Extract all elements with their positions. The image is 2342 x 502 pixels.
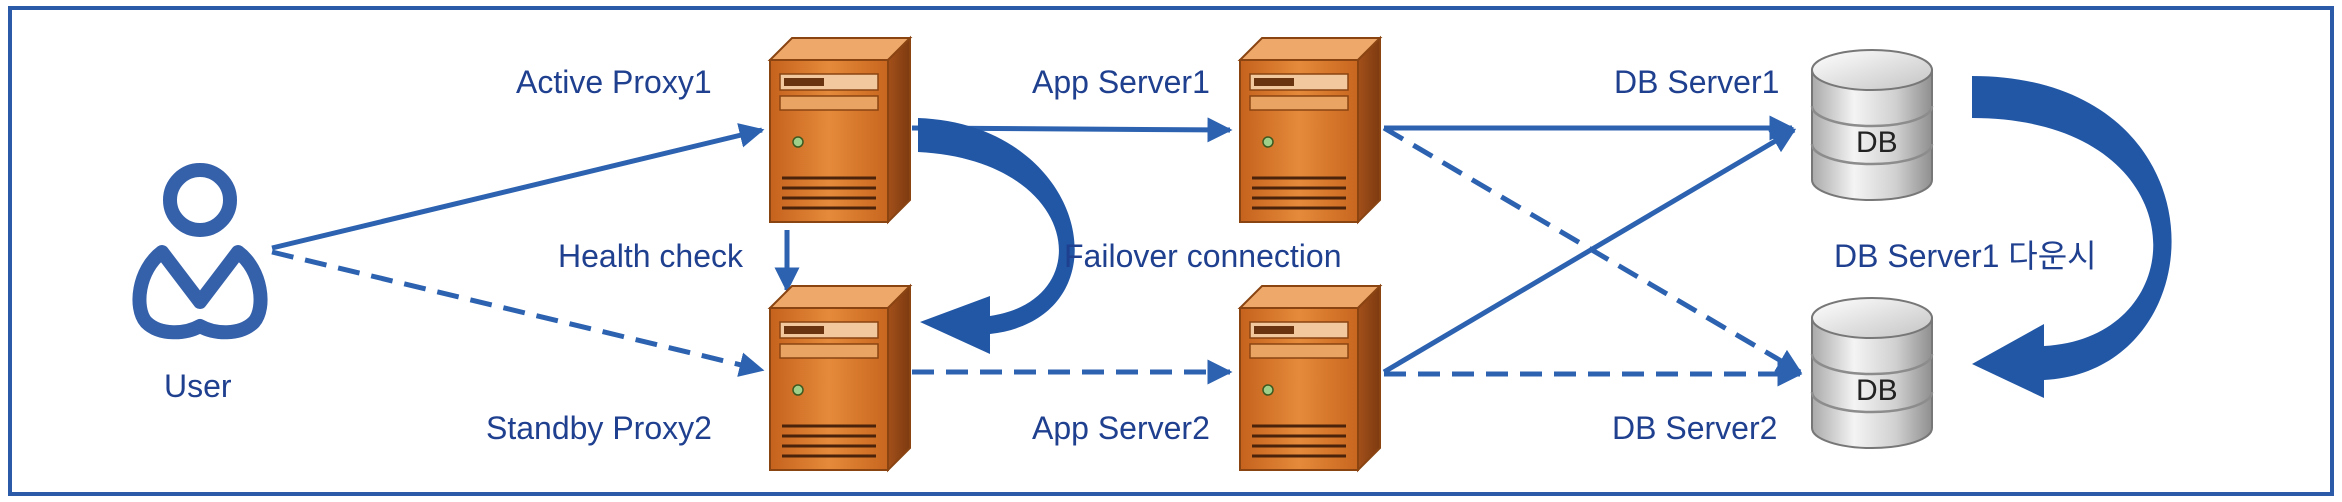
diagram-border — [8, 6, 2334, 496]
active-proxy-server-icon — [768, 36, 912, 224]
db-server2-icon — [1810, 296, 1934, 450]
db-server2-label: DB Server2 — [1612, 410, 1778, 446]
user-label: User — [164, 368, 232, 404]
app-server2-icon — [1238, 284, 1382, 472]
failover-connection-label: Failover connection — [1064, 238, 1342, 274]
standby-proxy-server-icon — [768, 284, 912, 472]
user-to-standby-proxy-line — [271, 249, 765, 377]
db-server1-label: DB Server1 — [1614, 64, 1780, 100]
db1-text: DB — [1856, 126, 1898, 159]
app-server1-label: App Server1 — [1032, 64, 1210, 100]
db-down-label: DB Server1 다운시 — [1834, 238, 2097, 274]
app2-to-db1-line — [1382, 127, 1797, 375]
user-icon — [132, 163, 268, 340]
active-proxy-label: Active Proxy1 — [516, 64, 712, 100]
db-failover-curved-arrow — [1972, 76, 2172, 398]
health-check-label: Health check — [558, 238, 743, 274]
app-server1-icon — [1238, 36, 1382, 224]
db-server1-icon — [1810, 48, 1934, 202]
standby-proxy-label: Standby Proxy2 — [486, 410, 712, 446]
user-to-active-proxy-line — [271, 123, 765, 251]
failover-curved-arrow — [918, 118, 1075, 354]
db2-text: DB — [1856, 374, 1898, 407]
app-server2-label: App Server2 — [1032, 410, 1210, 446]
